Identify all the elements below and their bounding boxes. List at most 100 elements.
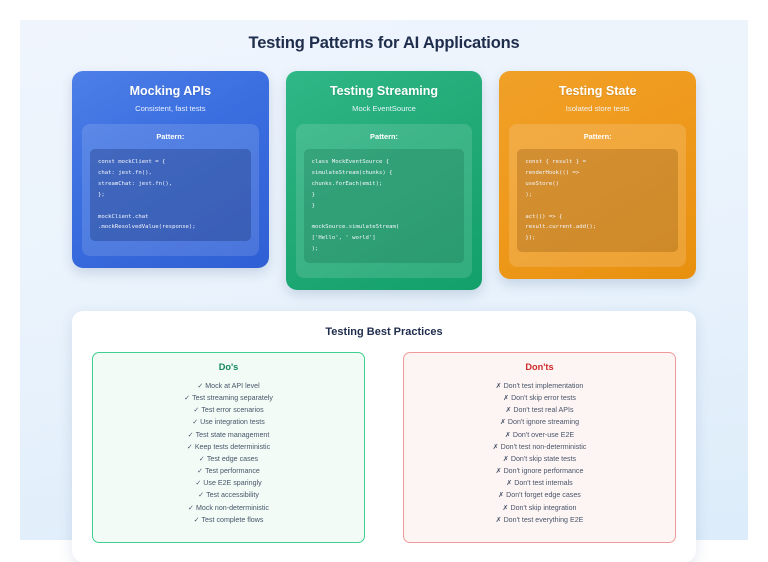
list-item-label: Don't test non-deterministic xyxy=(500,442,587,451)
list-item-label: Don't skip state tests xyxy=(510,454,577,463)
page-title: Testing Patterns for AI Applications xyxy=(248,34,520,52)
check-icon: ✓ xyxy=(188,503,194,512)
list-item-label: Test state management xyxy=(195,430,270,439)
list-item: ✓Test state management xyxy=(101,429,356,441)
cross-icon: ✗ xyxy=(502,503,509,512)
pattern-label: Pattern: xyxy=(370,132,398,141)
list-item: ✗Don't ignore performance xyxy=(412,465,667,477)
list-item-label: Use E2E sparingly xyxy=(203,479,262,488)
list-item: ✓Test complete flows xyxy=(101,514,356,526)
list-item: ✓Test accessibility xyxy=(101,489,356,501)
pattern-label: Pattern: xyxy=(583,132,612,141)
list-item: ✓Mock non-deterministic xyxy=(101,502,356,514)
list-item-label: Don't test internals xyxy=(514,479,573,488)
code-block: class MockEventSource { simulateStream(c… xyxy=(303,149,465,264)
check-icon: ✓ xyxy=(197,467,204,476)
cross-icon: ✗ xyxy=(504,430,511,439)
list-item-label: Mock at API level xyxy=(205,381,260,390)
pattern-label: Pattern: xyxy=(156,132,185,141)
card-title: Testing State xyxy=(558,84,637,98)
list-item: ✓Mock at API level xyxy=(101,380,356,392)
list-item: ✗Don't test internals xyxy=(412,477,667,489)
list-item: ✓Keep tests deterministic xyxy=(101,441,356,453)
cross-icon: ✗ xyxy=(503,393,510,402)
list-item: ✗Don't ignore streaming xyxy=(412,416,667,428)
list-item: ✓Test performance xyxy=(101,465,356,477)
dos-title: Do's xyxy=(218,361,239,372)
list-item-label: Don't test implementation xyxy=(503,381,584,390)
dos-list: ✓Mock at API level✓Test streaming separa… xyxy=(101,380,356,526)
list-item-label: Test edge cases xyxy=(206,454,259,463)
list-item-label: Mock non-deterministic xyxy=(196,503,269,512)
card-testing-streaming[interactable]: Testing Streaming Mock EventSource Patte… xyxy=(285,71,483,290)
list-item-label: Don't ignore performance xyxy=(503,467,584,476)
list-item: ✗Don't test real APIs xyxy=(412,404,667,416)
list-item: ✗Don't skip error tests xyxy=(412,392,667,404)
list-item: ✗Don't test implementation xyxy=(412,380,667,392)
check-icon: ✓ xyxy=(193,406,200,415)
list-item-label: Test complete flows xyxy=(201,515,264,524)
cross-icon: ✗ xyxy=(495,381,502,390)
card-subtitle: Isolated store tests xyxy=(565,104,630,113)
cross-icon: ✗ xyxy=(498,491,505,500)
card-testing-state[interactable]: Testing State Isolated store tests Patte… xyxy=(499,71,697,279)
list-item-label: Use integration tests xyxy=(200,418,265,427)
card-subtitle: Consistent, fast tests xyxy=(135,104,206,113)
pattern-box: Pattern: class MockEventSource { simulat… xyxy=(295,124,473,278)
donts-list: ✗Don't test implementation✗Don't skip er… xyxy=(412,380,667,526)
list-item: ✗Don't forget edge cases xyxy=(412,489,667,501)
list-item-label: Don't test real APIs xyxy=(513,406,574,415)
check-icon: ✓ xyxy=(186,442,193,451)
check-icon: ✓ xyxy=(195,479,202,488)
check-icon: ✓ xyxy=(198,491,205,500)
list-item: ✗Don't skip state tests xyxy=(412,453,667,465)
card-subtitle: Mock EventSource xyxy=(352,104,416,113)
list-item: ✗Don't test everything E2E xyxy=(412,514,667,526)
cross-icon: ✗ xyxy=(502,454,509,463)
list-item-label: Don't skip integration xyxy=(510,503,577,512)
code-block: const { result } = renderHook(() => useS… xyxy=(517,149,679,253)
list-item-label: Keep tests deterministic xyxy=(194,442,271,451)
list-item: ✓Use integration tests xyxy=(101,416,356,428)
check-icon: ✓ xyxy=(197,381,204,390)
list-item-label: Don't over-use E2E xyxy=(512,430,575,439)
list-item: ✗Don't over-use E2E xyxy=(412,429,667,441)
list-item-label: Don't test everything E2E xyxy=(503,515,584,524)
cross-icon: ✗ xyxy=(505,406,512,415)
cross-icon: ✗ xyxy=(495,515,502,524)
dos-column: Do's ✓Mock at API level✓Test streaming s… xyxy=(92,351,365,543)
list-item-label: Test error scenarios xyxy=(201,406,264,415)
list-item-label: Don't ignore streaming xyxy=(507,418,580,427)
donts-title: Don'ts xyxy=(525,361,554,372)
page-canvas: Testing Patterns for AI Applications Moc… xyxy=(20,20,748,562)
code-block: const mockClient = { chat: jest.fn(), st… xyxy=(90,149,251,242)
card-mocking-apis[interactable]: Mocking APIs Consistent, fast tests Patt… xyxy=(72,71,269,268)
cross-icon: ✗ xyxy=(499,418,506,427)
card-title: Mocking APIs xyxy=(129,84,212,98)
card-title: Testing Streaming xyxy=(329,84,439,98)
donts-column: Don'ts ✗Don't test implementation✗Don't … xyxy=(403,351,676,543)
list-item: ✗Don't skip integration xyxy=(412,502,667,514)
list-item-label: Don't forget edge cases xyxy=(506,491,581,500)
pattern-box: Pattern: const { result } = renderHook((… xyxy=(509,124,687,267)
list-item: ✓Test edge cases xyxy=(101,453,356,465)
pattern-cards-row: Mocking APIs Consistent, fast tests Patt… xyxy=(20,53,748,290)
cross-icon: ✗ xyxy=(492,442,499,451)
list-item: ✓Test error scenarios xyxy=(101,404,356,416)
list-item-label: Test streaming separately xyxy=(192,393,273,402)
check-icon: ✓ xyxy=(192,418,199,427)
list-item-label: Test accessibility xyxy=(206,491,259,500)
list-item-label: Don't skip error tests xyxy=(511,393,576,402)
check-icon: ✓ xyxy=(184,393,191,402)
best-practices-title: Testing Best Practices xyxy=(325,325,443,338)
best-practices-columns: Do's ✓Mock at API level✓Test streaming s… xyxy=(92,351,676,543)
check-icon: ✓ xyxy=(198,454,205,463)
list-item: ✗Don't test non-deterministic xyxy=(412,441,667,453)
best-practices-panel: Testing Best Practices Do's ✓Mock at API… xyxy=(72,310,696,562)
check-icon: ✓ xyxy=(187,430,194,439)
list-item: ✓Test streaming separately xyxy=(101,392,356,404)
pattern-box: Pattern: const mockClient = { chat: jest… xyxy=(82,124,259,256)
list-item: ✓Use E2E sparingly xyxy=(101,477,356,489)
list-item-label: Test performance xyxy=(205,467,260,476)
check-icon: ✓ xyxy=(193,515,200,524)
